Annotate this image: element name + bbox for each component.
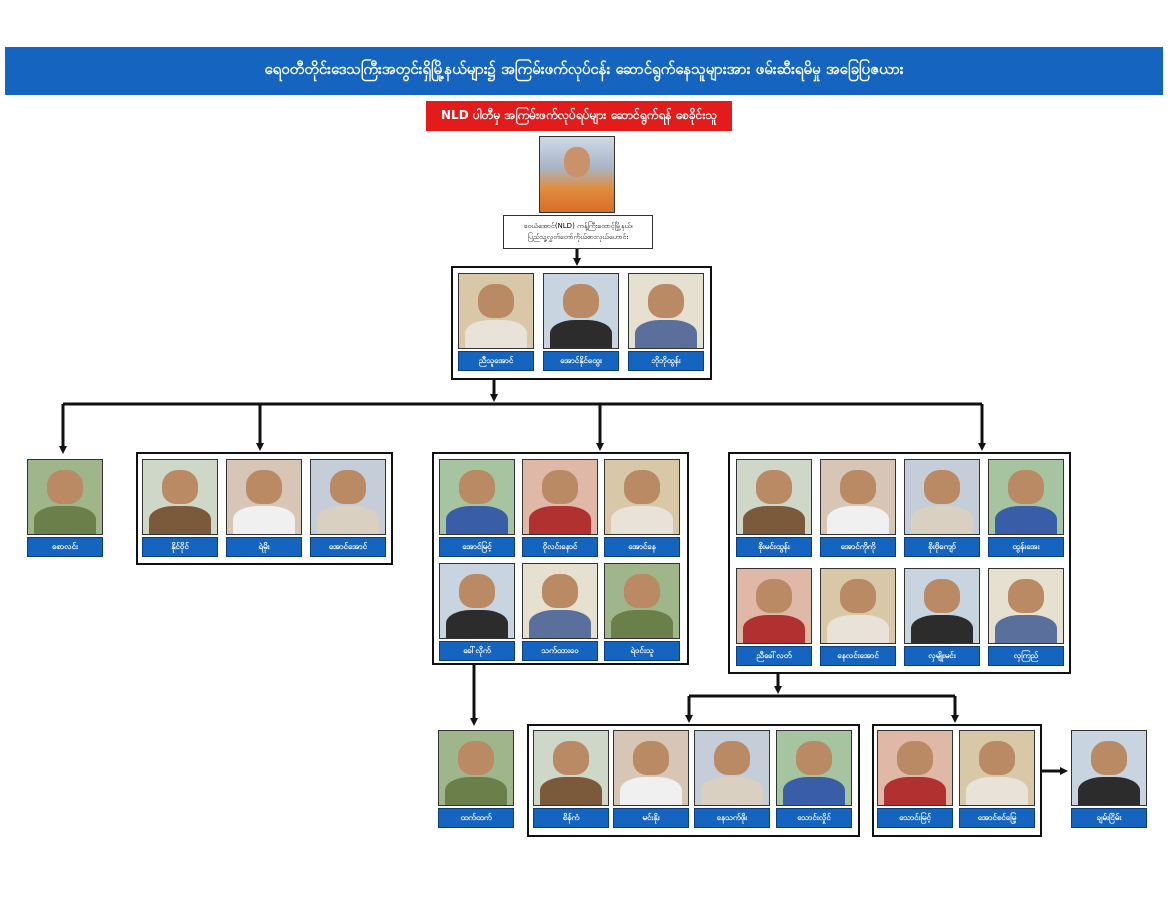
person-photo [310, 459, 386, 535]
person-photo [142, 459, 218, 535]
person-photo [543, 273, 619, 349]
person-name-label: ညီသူအောင် [458, 351, 534, 371]
person-name-label: မင်းနိုး [613, 808, 689, 828]
person-name-label: ညီခေါ်လတ် [736, 646, 812, 666]
person-photo [604, 563, 680, 639]
leader-caption-line1: ဝေယံအောင်(NLD) ကန့်ကြီးထောင့်မြို့နယ်၊ [523, 222, 633, 230]
person-name-label: ထက်ထက် [438, 808, 514, 828]
person-name-label: နိုင်ဝိုင် [142, 537, 218, 557]
person-photo [439, 459, 515, 535]
person-name-label: သောင်းမြင့် [877, 808, 953, 828]
person-photo [458, 273, 534, 349]
person-name-label: ခေါ်လိုက် [439, 641, 515, 661]
person-name-label: အောင်နိုင်ထွေး [543, 351, 619, 371]
leader-heading-text: NLD ပါတီမှ အကြမ်းဖက်လုပ်ရပ်များ ဆောင်ရွက… [441, 108, 717, 122]
person-name-label: ရဲမိုး [226, 537, 302, 557]
person-photo [438, 730, 514, 806]
person-name-label: အောင်မြင့် [439, 537, 515, 557]
person-name-label: ဝိုလင်းနောင် [522, 537, 598, 557]
person-photo [820, 568, 896, 644]
person-photo [904, 568, 980, 644]
person-name-label: ထွန်းအေး [988, 537, 1064, 557]
leader-caption: ဝေယံအောင်(NLD) ကန့်ကြီးထောင့်မြို့နယ်၊ ပ… [503, 215, 653, 249]
person-name-label: အောင်ကိုကို [820, 537, 896, 557]
person-name-label: ဘိုဘိုထွန်း [628, 351, 704, 371]
person-name-label: စိန်ကံ [533, 808, 609, 828]
person-photo [736, 568, 812, 644]
person-photo [533, 730, 609, 806]
person-name-label: သောင်းလှိုင် [776, 808, 852, 828]
person-name-label: ချမ်းငြိမ်း [1071, 808, 1147, 828]
person-name-label: စိုးမင်းထွန်း [736, 537, 812, 557]
person-photo [959, 730, 1035, 806]
person-name-label: သက်ထားဝေ [522, 641, 598, 661]
chart-title-banner: ရေ၀တီတိုင်းဒေသကြီးအတွင်းရှိမြို့နယ်များ၌… [5, 47, 1163, 95]
person-name-label: လှမျိုးမင်း [904, 646, 980, 666]
person-photo [613, 730, 689, 806]
leader-photo [539, 136, 615, 213]
person-name-label: လှကြည် [988, 646, 1064, 666]
person-photo [988, 568, 1064, 644]
person-photo [628, 273, 704, 349]
person-name-label: အောင်နေ [604, 537, 680, 557]
person-name-label: နေသက်ဖိုး [694, 808, 770, 828]
person-name-label: အောင်စင်မြေ့ [959, 808, 1035, 828]
leader-caption-line2: ပြည်သူ့လွှတ်တော်ကိုယ်စားလှယ်ဟောင်း [527, 233, 629, 241]
person-name-label: ရဲဝင်းသူ [604, 641, 680, 661]
person-photo [877, 730, 953, 806]
person-name-label: စောလင်း [27, 537, 103, 557]
person-name-label: အောင်အောင် [310, 537, 386, 557]
person-photo [522, 459, 598, 535]
person-photo [27, 459, 103, 535]
chart-title: ရေ၀တီတိုင်းဒေသကြီးအတွင်းရှိမြို့နယ်များ၌… [264, 60, 904, 78]
person-photo [522, 563, 598, 639]
person-photo [226, 459, 302, 535]
person-photo [604, 459, 680, 535]
person-name-label: စိုးဗိုကျော် [904, 537, 980, 557]
person-photo [1071, 730, 1147, 806]
leader-heading: NLD ပါတီမှ အကြမ်းဖက်လုပ်ရပ်များ ဆောင်ရွက… [426, 101, 732, 131]
person-name-label: နေလင်းအောင် [820, 646, 896, 666]
person-photo [776, 730, 852, 806]
person-photo [820, 459, 896, 535]
person-photo [694, 730, 770, 806]
person-photo [736, 459, 812, 535]
person-photo [904, 459, 980, 535]
person-photo [439, 563, 515, 639]
person-photo [988, 459, 1064, 535]
